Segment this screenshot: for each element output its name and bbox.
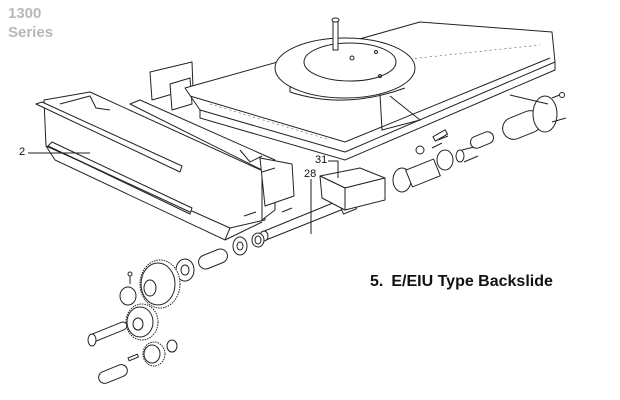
shafts-and-pins xyxy=(87,321,139,384)
caption-number: 5. xyxy=(370,273,384,290)
diagram-caption: 5. E/EIU Type Backslide xyxy=(370,273,553,291)
callout-31: 31 xyxy=(315,154,328,166)
callout-2: 2 xyxy=(19,146,26,158)
series-watermark: 1300 Series xyxy=(8,4,53,42)
callout-leaders xyxy=(28,152,339,234)
gear-bushings xyxy=(175,232,265,282)
center-post xyxy=(331,17,340,51)
bushings xyxy=(415,129,495,155)
callout-28: 28 xyxy=(304,168,317,180)
slide-rails xyxy=(35,101,193,215)
spur-gears xyxy=(119,259,181,367)
caption-title: E/EIU Type Backslide xyxy=(391,273,553,290)
screws xyxy=(243,135,449,217)
back-plates xyxy=(149,61,194,111)
series-label: Series xyxy=(8,24,54,41)
spring-bearing-assembly xyxy=(392,145,479,193)
right-plate xyxy=(259,157,295,207)
turntable xyxy=(274,37,422,131)
series-number: 1300 xyxy=(8,5,42,22)
end-bearing-housing xyxy=(502,92,567,140)
nut-block xyxy=(319,167,386,211)
